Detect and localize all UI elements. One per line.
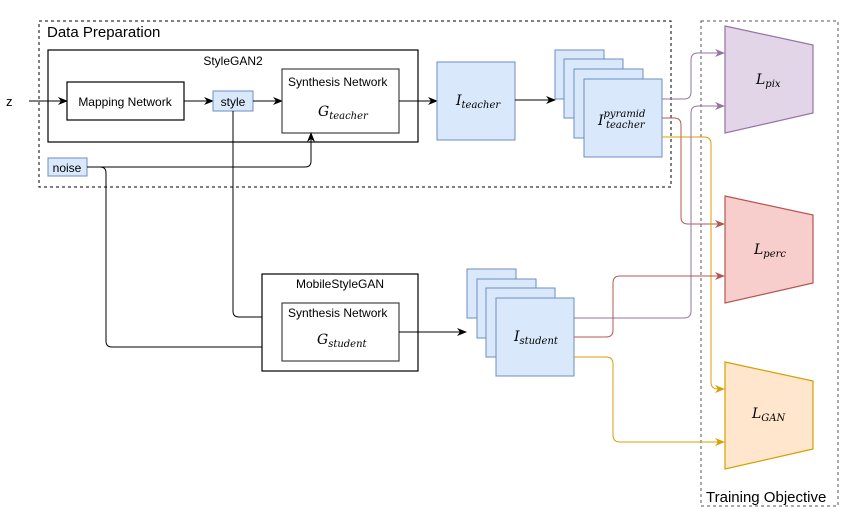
style-label: style	[221, 95, 246, 109]
loss-pix-node[interactable]	[724, 25, 814, 134]
loss-perc-label: Lperc	[753, 242, 786, 260]
student-to-perc-edge	[574, 272, 725, 338]
pyramid-to-pix-edge	[662, 49, 725, 100]
student-to-pix-edge	[574, 102, 725, 319]
teacher-synthesis-title: Synthesis Network	[288, 75, 388, 89]
noise-to-teacher-edge	[87, 132, 315, 168]
pyramid-to-gan-edge	[662, 136, 725, 393]
loss-pix-label: Lpix	[755, 72, 781, 90]
pyramid-to-perc-edge	[662, 117, 725, 228]
student-synthesis-title: Synthesis Network	[288, 306, 388, 320]
i-teacher-node[interactable]	[436, 61, 516, 141]
i-teacher-label: Iteacher	[455, 93, 501, 111]
data-preparation-group	[38, 20, 672, 188]
noise-to-student-edge	[87, 166, 283, 351]
z-input-label: z	[6, 94, 13, 109]
loss-gan-node[interactable]	[724, 361, 814, 470]
style-to-student-edge	[232, 111, 283, 321]
data-preparation-label: Data Preparation	[47, 24, 160, 41]
i-student-node[interactable]	[495, 297, 575, 377]
teacher-synthesis-node[interactable]	[281, 68, 400, 134]
training-objective-group	[700, 20, 839, 507]
mobilestylegan-label: MobileStyleGAN	[296, 277, 384, 291]
i-teacher-pyramid-node[interactable]	[583, 78, 663, 158]
student-synthesis-node[interactable]	[281, 302, 400, 362]
mapping-network-node[interactable]	[66, 81, 185, 121]
student-synthesis-symbol: Gstudent	[317, 332, 368, 350]
noise-label: noise	[53, 161, 82, 175]
student-to-gan-edge	[574, 356, 725, 446]
loss-perc-node[interactable]	[724, 195, 814, 304]
i-student-label: Istudent	[513, 329, 559, 347]
teacher-synthesis-symbol: Gteacher	[318, 104, 369, 122]
stylegan2-label: StyleGAN2	[203, 54, 263, 68]
training-objective-label: Training Objective	[706, 489, 826, 506]
mapping-network-label: Mapping Network	[78, 95, 172, 109]
loss-gan-label: LGAN	[751, 406, 787, 424]
